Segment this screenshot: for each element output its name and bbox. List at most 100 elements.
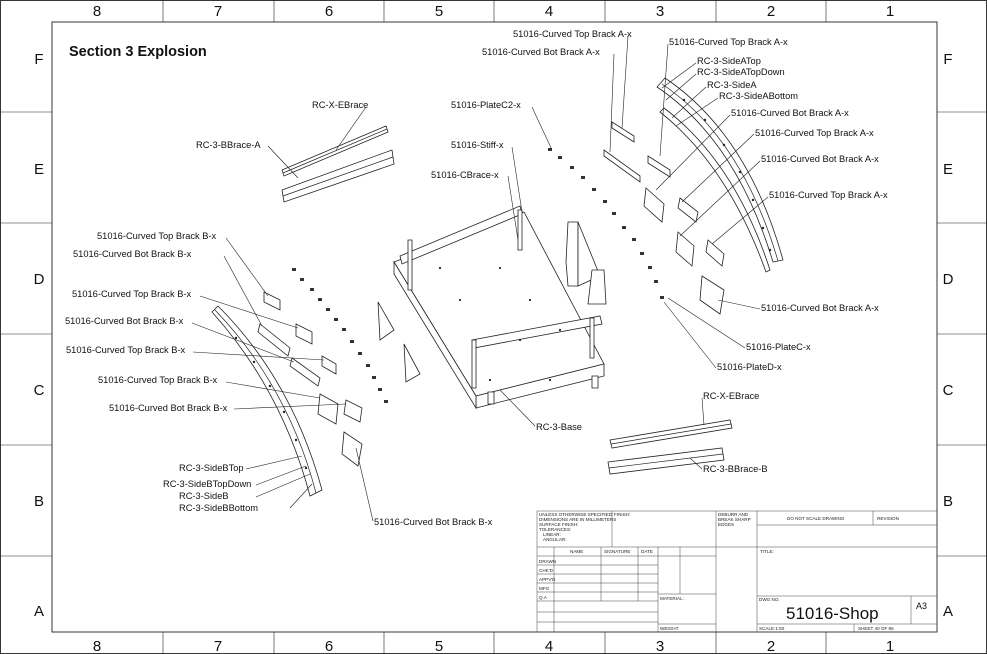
callout-label: RC-X-EBrace (703, 391, 759, 401)
svg-text:DEBURR AND: DEBURR AND (718, 512, 749, 517)
callout-label: 51016-Curved Top Brack A-x (669, 37, 788, 47)
callout-label: 51016-Curved Top Brack B-x (97, 231, 217, 241)
callout-label: 51016-PlateD-x (717, 362, 782, 372)
svg-text:DWG NO.: DWG NO. (759, 597, 780, 602)
callout-label: 51016-Curved Bot Brack A-x (731, 108, 849, 118)
zone-row-right: A (943, 603, 953, 620)
zone-col-bottom: 4 (545, 638, 553, 654)
callout-label: 51016-Curved Bot Brack B-x (73, 249, 192, 259)
svg-text:FINISH:: FINISH: (614, 512, 630, 517)
zone-row-right: F (943, 51, 952, 68)
zone-col-top: 4 (545, 3, 553, 20)
svg-text:DATE: DATE (641, 549, 653, 554)
svg-text:DO NOT SCALE DRAWING: DO NOT SCALE DRAWING (787, 516, 845, 521)
callout-label: 51016-Curved Top Brack A-x (513, 29, 632, 39)
callout-label: 51016-Stiff-x (451, 140, 504, 150)
svg-text:TITLE:: TITLE: (760, 549, 774, 554)
svg-text:Q.A: Q.A (539, 595, 548, 600)
zone-col-top: 7 (214, 3, 222, 20)
svg-text:CHK'D: CHK'D (539, 568, 554, 573)
callout-label: RC-3-Base (536, 422, 582, 432)
svg-text:EDGES: EDGES (718, 522, 734, 527)
side-b-curved-panel (211, 305, 323, 497)
zone-col-bottom: 5 (435, 638, 443, 654)
zone-col-top: 2 (767, 3, 775, 20)
callout-label: RC-3-SideBTopDown (163, 479, 251, 489)
callout-label: 51016-CBrace-x (431, 170, 499, 180)
callout-label: RC-3-BBrace-A (196, 140, 261, 150)
callout-label: RC-X-EBrace (312, 100, 368, 110)
sheet-title: Section 3 Explosion (69, 44, 207, 60)
callout-label: 51016-PlateC-x (746, 342, 811, 352)
sheet-size: A3 (916, 601, 927, 611)
zone-row-right: C (943, 382, 954, 399)
callout-label: 51016-Curved Bot Brack B-x (109, 403, 228, 413)
ebrace-bottom (607, 419, 733, 475)
callout-label: RC-3-SideABottom (719, 91, 798, 101)
callout-label: RC-3-SideBTop (179, 463, 244, 473)
svg-text:WEIGHT:: WEIGHT: (660, 626, 679, 631)
zone-labels: 8 7 6 5 4 3 2 1 8 7 6 5 4 3 2 1 F E D C … (34, 3, 954, 654)
leader-lines (191, 35, 769, 522)
callout-label: 51016-Curved Top Brack A-x (769, 190, 888, 200)
callout-label: 51016-Curved Top Brack A-x (755, 128, 874, 138)
callout-label: RC-3-SideB (179, 491, 229, 501)
svg-text:DRAWN: DRAWN (539, 559, 556, 564)
svg-text:NAME: NAME (570, 549, 583, 554)
callout-label: 51016-Curved Bot Brack B-x (65, 316, 184, 326)
svg-text:SIGNATURE: SIGNATURE (604, 549, 630, 554)
svg-text:APPV'D: APPV'D (539, 577, 556, 582)
inner-border (51, 21, 938, 633)
side-a-brackets (603, 121, 725, 315)
svg-text:LINEAR:: LINEAR: (543, 532, 561, 537)
zone-row-right: B (943, 493, 953, 510)
gussets (377, 221, 607, 383)
zone-col-top: 3 (656, 3, 664, 20)
drawing-number: 51016-Shop (786, 604, 879, 623)
side-a-curved-panel (656, 77, 784, 273)
callout-label: 51016-Curved Bot Brack A-x (761, 154, 879, 164)
side-b-brackets (257, 291, 363, 467)
zone-col-top: 6 (325, 3, 333, 20)
callout-label: RC-3-SideATop (697, 56, 761, 66)
callout-label: 51016-Curved Top Brack B-x (98, 375, 218, 385)
callout-label: 51016-Curved Bot Brack A-x (482, 47, 600, 57)
callout-label: RC-3-SideA (707, 80, 757, 90)
svg-text:DIMENSIONS ARE IN MILLIMETERS: DIMENSIONS ARE IN MILLIMETERS (539, 517, 616, 522)
zone-col-bottom: 8 (93, 638, 101, 654)
zone-row-left: D (34, 271, 45, 288)
callout-label: 51016-Curved Top Brack B-x (66, 345, 186, 355)
svg-text:MFG: MFG (539, 586, 550, 591)
zone-col-bottom: 6 (325, 638, 333, 654)
svg-text:MATERIAL:: MATERIAL: (660, 596, 684, 601)
callout-label: 51016-Curved Bot Brack A-x (761, 303, 879, 313)
title-block: UNLESS OTHERWISE SPECIFIED: DIMENSIONS A… (536, 510, 938, 633)
callout-label: 51016-PlateC2-x (451, 100, 521, 110)
svg-text:TOLERANCES:: TOLERANCES: (539, 527, 571, 532)
zone-col-top: 1 (886, 3, 894, 20)
zone-row-right: D (943, 271, 954, 288)
callout-labels: 51016-Curved Top Brack A-x 51016-Curved … (65, 29, 888, 527)
callout-label: RC-3-SideATopDown (697, 67, 785, 77)
svg-text:UNLESS OTHERWISE SPECIFIED:: UNLESS OTHERWISE SPECIFIED: (539, 512, 613, 517)
ebrace-top (281, 125, 395, 203)
callout-label: RC-3-SideBBottom (179, 503, 258, 513)
callout-label: RC-3-BBrace-B (703, 464, 768, 474)
zone-col-bottom: 3 (656, 638, 664, 654)
svg-text:ANGULAR:: ANGULAR: (543, 537, 567, 542)
zone-col-bottom: 7 (214, 638, 222, 654)
zone-col-top: 5 (435, 3, 443, 20)
callout-label: 51016-Curved Top Brack B-x (72, 289, 192, 299)
zone-row-left: B (34, 493, 44, 510)
callout-label: 51016-Curved Bot Brack B-x (374, 517, 493, 527)
zone-row-left: E (34, 161, 44, 178)
svg-text:REVISION: REVISION (877, 516, 899, 521)
zone-row-left: F (34, 51, 43, 68)
zone-col-bottom: 1 (886, 638, 894, 654)
plate-stream-left (292, 268, 388, 403)
zone-row-right: E (943, 161, 953, 178)
svg-text:SCALE:1:50: SCALE:1:50 (759, 626, 785, 631)
zone-row-left: C (34, 382, 45, 399)
